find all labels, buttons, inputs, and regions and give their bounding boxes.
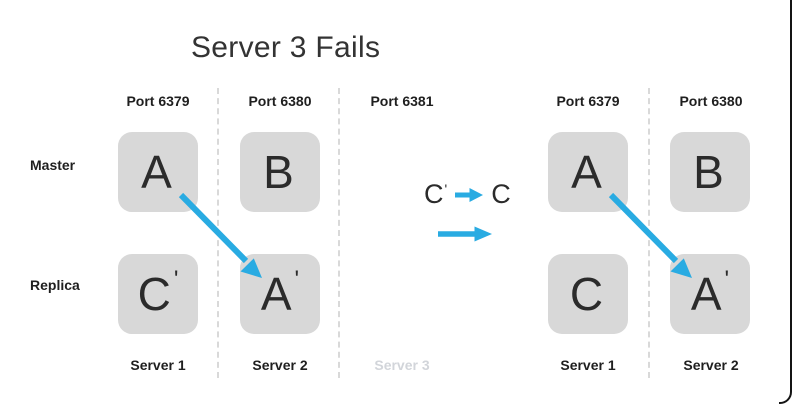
promotion-arrow-icon bbox=[455, 187, 484, 202]
server-label-2-right: Server 2 bbox=[683, 357, 739, 373]
promotion-note: C' C bbox=[424, 179, 511, 210]
promotion-to: C bbox=[491, 179, 511, 209]
node-prime-mark: ' bbox=[444, 181, 448, 197]
node-letter: A bbox=[260, 268, 292, 320]
port-label-6381-left: Port 6381 bbox=[370, 93, 434, 109]
replication-arrow-right bbox=[608, 192, 692, 278]
port-label-6380-right: Port 6380 bbox=[679, 93, 743, 109]
server-label-1-left: Server 1 bbox=[130, 357, 186, 373]
promotion-from: C' bbox=[424, 179, 448, 209]
node-box-b-master-after: B bbox=[670, 132, 750, 212]
server-label-3-failed: Server 3 bbox=[374, 357, 430, 373]
node-letter: B bbox=[263, 146, 294, 198]
node-box-c-replica: C' bbox=[118, 254, 198, 334]
node-box-b-master: B bbox=[240, 132, 320, 212]
figure-crop-border bbox=[779, 0, 792, 404]
server-label-1-right: Server 1 bbox=[560, 357, 616, 373]
node-letter: B bbox=[693, 146, 724, 198]
replication-arrow-left bbox=[178, 192, 262, 278]
row-label-master: Master bbox=[30, 157, 76, 173]
node-letter: A bbox=[571, 146, 602, 198]
dashed-separator bbox=[338, 88, 340, 378]
node-prime-mark: ' bbox=[173, 266, 179, 293]
node-letter: A bbox=[690, 268, 722, 320]
row-label-replica: Replica bbox=[30, 277, 80, 293]
node-letter: C bbox=[569, 268, 604, 320]
diagram-title: Server 3 Fails bbox=[191, 31, 381, 64]
port-label-6380-left: Port 6380 bbox=[248, 93, 312, 109]
port-label-6379-right: Port 6379 bbox=[556, 93, 620, 109]
state-transition-arrow bbox=[438, 226, 492, 242]
server-label-2-left: Server 2 bbox=[252, 357, 308, 373]
node-prime-mark: ' bbox=[724, 266, 730, 293]
port-label-6379-left: Port 6379 bbox=[126, 93, 190, 109]
node-prime-mark: ' bbox=[294, 266, 300, 293]
node-box-c-promoted: C bbox=[548, 254, 628, 334]
node-letter: C bbox=[137, 268, 171, 320]
node-letter: A bbox=[141, 146, 172, 198]
